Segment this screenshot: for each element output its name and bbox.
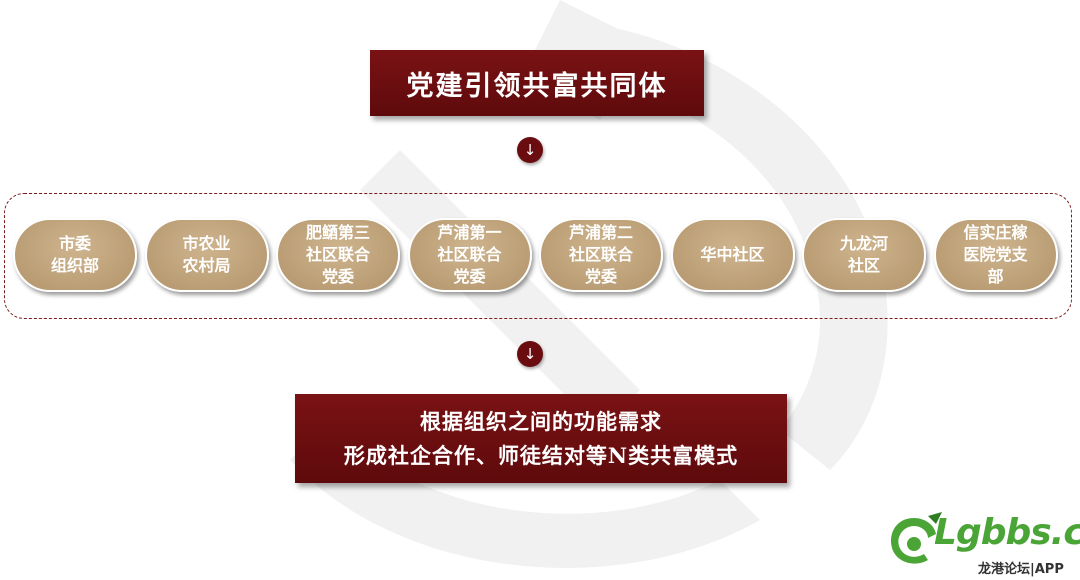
unit-node: 华中社区 — [670, 218, 795, 292]
unit-label-line: 芦浦第二 — [568, 223, 633, 242]
unit-label-line: 华中社区 — [700, 245, 765, 264]
units-container — [4, 193, 1072, 319]
down-arrow-icon: ↓ — [517, 341, 543, 367]
unit-label-line: 市农业 — [182, 234, 231, 253]
unit-label-line: 社区 — [847, 256, 880, 275]
result-box: 根据组织之间的功能需求 形成社企合作、师徒结对等N类共富模式 — [295, 394, 787, 483]
unit-label-line: 医院党支 — [963, 245, 1028, 264]
title-box: 党建引领共富共同体 — [370, 50, 704, 116]
unit-node: 肥䲤第三社区联合党委 — [276, 218, 400, 292]
unit-label-line: 九龙河 — [839, 234, 888, 253]
unit-label-line: 社区联合 — [568, 245, 633, 264]
unit-label-line: 党委 — [453, 267, 486, 286]
site-watermark: Lgbbs.cn 龙港论坛|APP — [884, 502, 1080, 577]
unit-label-line: 芦浦第一 — [437, 223, 502, 242]
unit-label-line: 党委 — [584, 267, 617, 286]
watermark-sub: 龙港论坛|APP — [978, 562, 1064, 577]
unit-node: 市委组织部 — [13, 218, 137, 292]
result-line-1: 根据组织之间的功能需求 — [420, 408, 662, 434]
result-line-2: 形成社企合作、师徒结对等N类共富模式 — [343, 442, 739, 468]
unit-label-line: 信实庄稼 — [963, 223, 1028, 242]
watermark-brand: Lgbbs.cn — [934, 512, 1080, 553]
unit-label-line: 肥䲤第三 — [305, 223, 370, 242]
unit-label-line: 社区联合 — [305, 245, 370, 264]
unit-label-line: 部 — [987, 267, 1004, 286]
unit-node: 市农业农村局 — [144, 218, 269, 292]
unit-node: 九龙河社区 — [802, 218, 926, 292]
unit-label-line: 党委 — [321, 267, 354, 286]
unit-node: 芦浦第二社区联合党委 — [539, 218, 663, 292]
unit-label-line: 组织部 — [50, 256, 99, 275]
unit-label-line: 市委 — [58, 234, 91, 253]
title-text: 党建引领共富共同体 — [406, 70, 668, 102]
down-arrow-icon: ↓ — [517, 137, 543, 163]
dragon-logo-icon — [890, 512, 942, 564]
unit-node: 信实庄稼医院党支部 — [933, 218, 1058, 292]
unit-label-line: 农村局 — [182, 256, 231, 275]
unit-label-line: 社区联合 — [437, 245, 502, 264]
unit-node: 芦浦第一社区联合党委 — [407, 218, 532, 292]
